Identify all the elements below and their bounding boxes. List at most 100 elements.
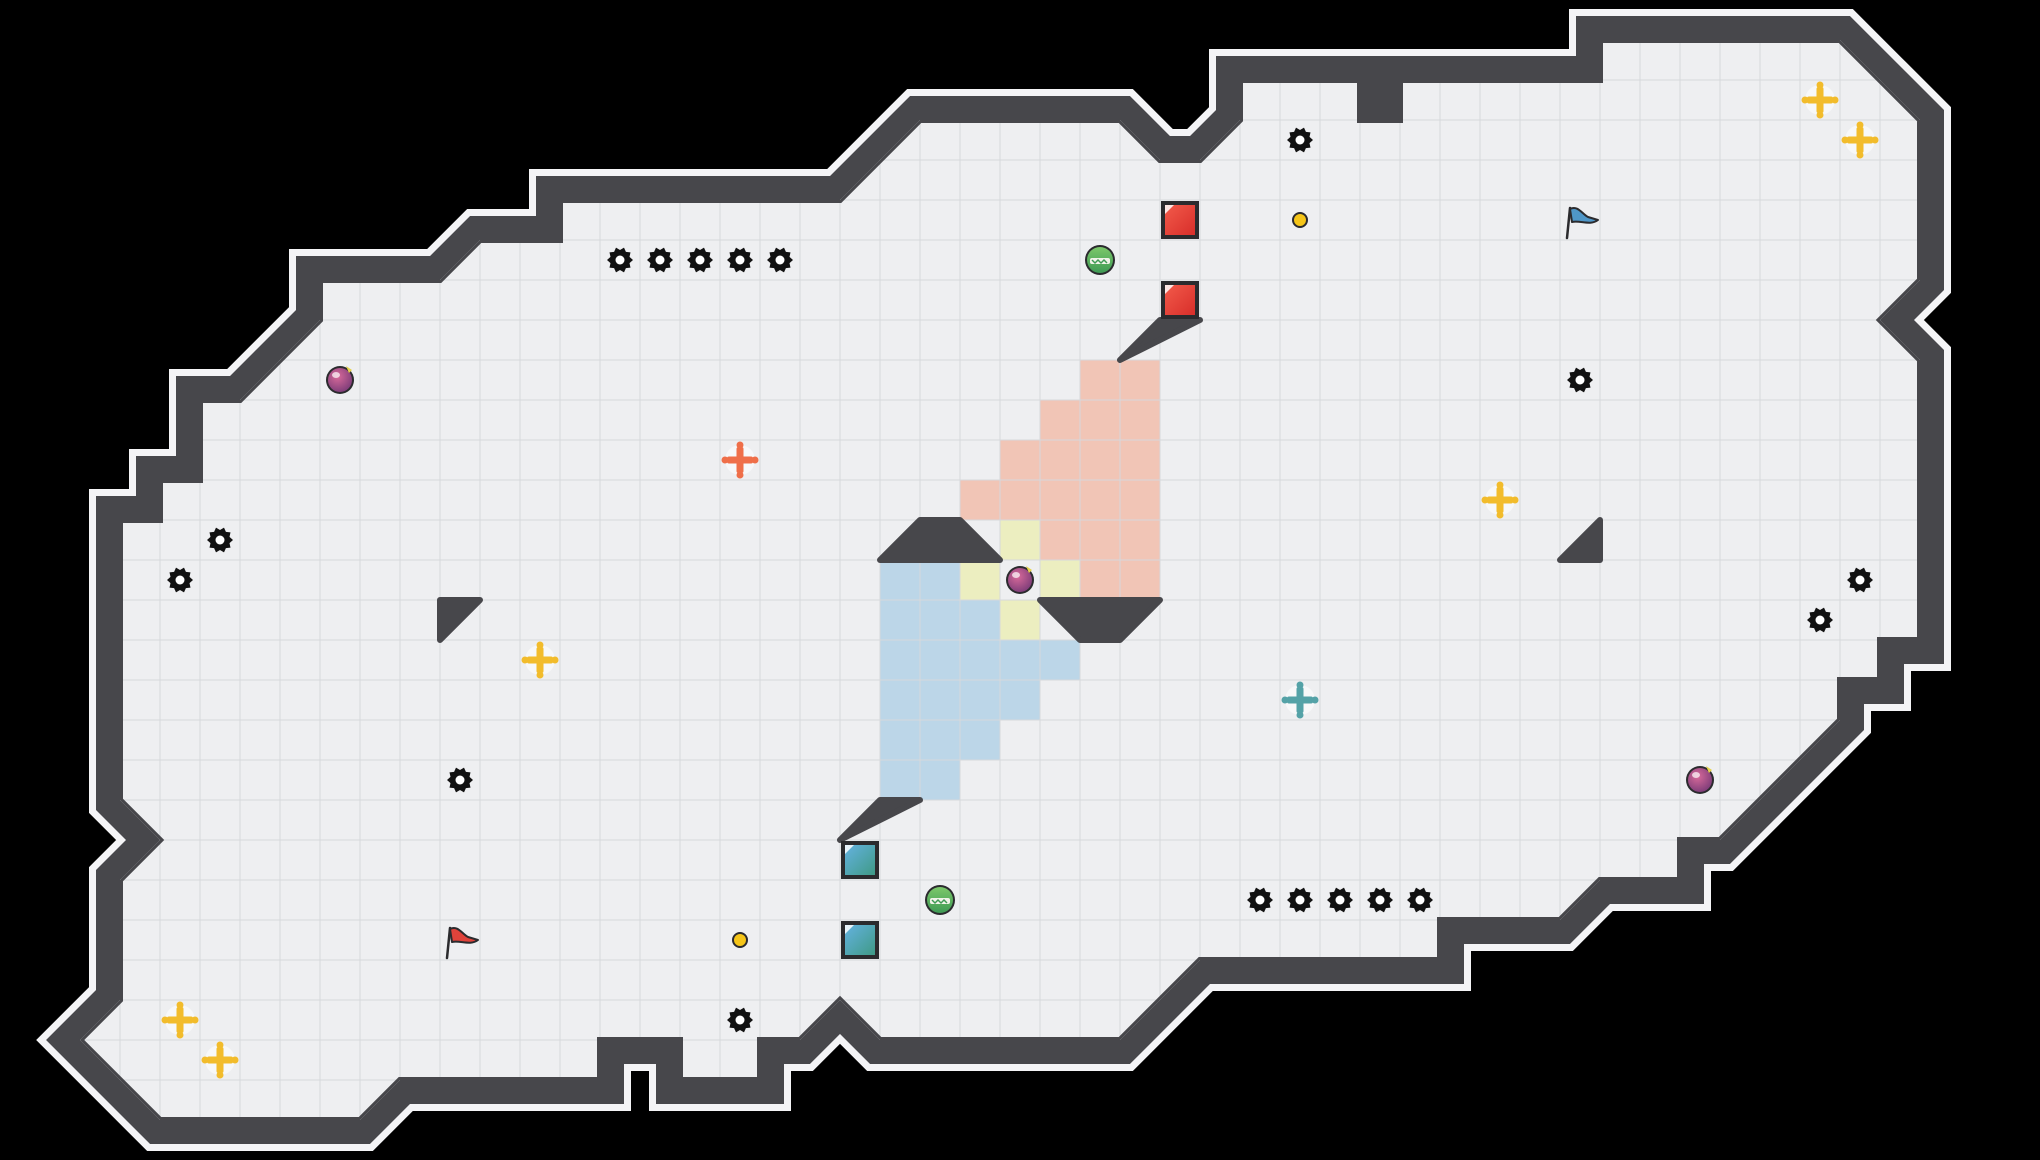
- plus-marker-tip: [1801, 96, 1809, 104]
- coin-icon[interactable]: [1292, 212, 1308, 228]
- plus-marker-icon[interactable]: [161, 1001, 199, 1039]
- teal-block-shine: [845, 845, 854, 854]
- green-ball-icon[interactable]: [925, 885, 955, 915]
- flag-icon[interactable]: [1565, 206, 1599, 240]
- plus-marker-icon[interactable]: [1801, 81, 1839, 119]
- zone-red-tile: [1120, 520, 1160, 560]
- zone-blue-tile: [960, 600, 1000, 640]
- gear-hole: [775, 255, 785, 265]
- zone-red-tile: [1040, 520, 1080, 560]
- potion-icon[interactable]: [1686, 766, 1714, 794]
- gear-hole: [615, 255, 625, 265]
- plus-marker-tip: [231, 1056, 239, 1064]
- plus-marker-tip: [736, 441, 744, 449]
- coin-body: [1292, 212, 1308, 228]
- wall-block: [1037, 597, 1163, 643]
- zone-blue-tile: [880, 680, 920, 720]
- gear-icon: [207, 527, 233, 553]
- plus-marker-bar: [536, 647, 544, 673]
- plus-marker-tip: [736, 471, 744, 479]
- gear-hole: [175, 575, 185, 585]
- potion-spark: [346, 366, 352, 373]
- coin-icon[interactable]: [732, 932, 748, 948]
- plus-marker-tip: [751, 456, 759, 464]
- flag-pole: [445, 926, 452, 960]
- plus-marker-icon[interactable]: [1481, 481, 1519, 519]
- gear-hole: [1815, 615, 1825, 625]
- zone-blue-tile: [920, 560, 960, 600]
- gear-icon: [1327, 887, 1353, 913]
- flag-cloth: [1569, 207, 1599, 224]
- zone-blue-tile: [920, 760, 960, 800]
- potion-icon[interactable]: [326, 366, 354, 394]
- gear-icon: [1807, 607, 1833, 633]
- zone-blue-tile: [960, 640, 1000, 680]
- gear-icon: [1847, 567, 1873, 593]
- zone-red-tile: [1040, 400, 1080, 440]
- plus-marker-tip: [1856, 121, 1864, 129]
- wall-block: [1557, 517, 1603, 563]
- red-block-shine: [1165, 285, 1174, 294]
- plus-marker-tip: [1296, 681, 1304, 689]
- zone-red-tile: [1080, 400, 1120, 440]
- plus-marker-tip: [1816, 81, 1824, 89]
- gear-icon: [1287, 887, 1313, 913]
- zone-blue-tile: [1040, 640, 1080, 680]
- zone-blue-tile: [960, 720, 1000, 760]
- potion-icon[interactable]: [1006, 566, 1034, 594]
- teal-block[interactable]: [841, 841, 879, 879]
- zone-blue-tile: [920, 720, 960, 760]
- gear-hole: [1295, 135, 1305, 145]
- plus-marker-icon[interactable]: [1841, 121, 1879, 159]
- plus-marker-bar: [1296, 687, 1304, 713]
- gear-icon: [1567, 367, 1593, 393]
- plus-marker-tip: [1496, 511, 1504, 519]
- plus-marker-tip: [1841, 136, 1849, 144]
- gear-hole: [1295, 895, 1305, 905]
- gear-hole: [735, 1015, 745, 1025]
- plus-marker-tip: [201, 1056, 209, 1064]
- zone-blue-tile: [960, 680, 1000, 720]
- potion-spark: [1026, 566, 1032, 573]
- plus-marker-tip: [191, 1016, 199, 1024]
- flag-cloth: [449, 927, 479, 944]
- gear-icon: [727, 1007, 753, 1033]
- red-block-face: [1165, 285, 1195, 315]
- plus-marker-icon[interactable]: [201, 1041, 239, 1079]
- gear-icon: [647, 247, 673, 273]
- red-block[interactable]: [1161, 281, 1199, 319]
- zone-red-tile: [1120, 360, 1160, 400]
- gear-icon: [607, 247, 633, 273]
- plus-marker-tip: [176, 1031, 184, 1039]
- flag-icon[interactable]: [445, 926, 479, 960]
- teal-block[interactable]: [841, 921, 879, 959]
- zone-red-tile: [1080, 360, 1120, 400]
- red-block[interactable]: [1161, 201, 1199, 239]
- zone-red-tile: [1120, 560, 1160, 600]
- gear-icon: [687, 247, 713, 273]
- plus-marker-tip: [1296, 711, 1304, 719]
- plus-marker-icon[interactable]: [1281, 681, 1319, 719]
- gear-icon: [767, 247, 793, 273]
- green-ball-icon[interactable]: [1085, 245, 1115, 275]
- plus-marker-tip: [521, 656, 529, 664]
- plus-marker-tip: [1831, 96, 1839, 104]
- gear-hole: [1575, 375, 1585, 385]
- gear-hole: [655, 255, 665, 265]
- zone-red-tile: [1080, 440, 1120, 480]
- gear-icon: [1287, 127, 1313, 153]
- zone-yellow-tile: [1000, 600, 1040, 640]
- potion-body: [328, 368, 352, 392]
- teal-block-face: [845, 925, 875, 955]
- zone-blue-tile: [920, 640, 960, 680]
- plus-marker-icon[interactable]: [721, 441, 759, 479]
- zone-blue-tile: [880, 560, 920, 600]
- plus-marker-tip: [1281, 696, 1289, 704]
- gear-hole: [1255, 895, 1265, 905]
- plus-marker-icon[interactable]: [521, 641, 559, 679]
- gear-icon: [1247, 887, 1273, 913]
- colored-zones: [880, 360, 1160, 800]
- green-ball-zigzag: [931, 898, 948, 905]
